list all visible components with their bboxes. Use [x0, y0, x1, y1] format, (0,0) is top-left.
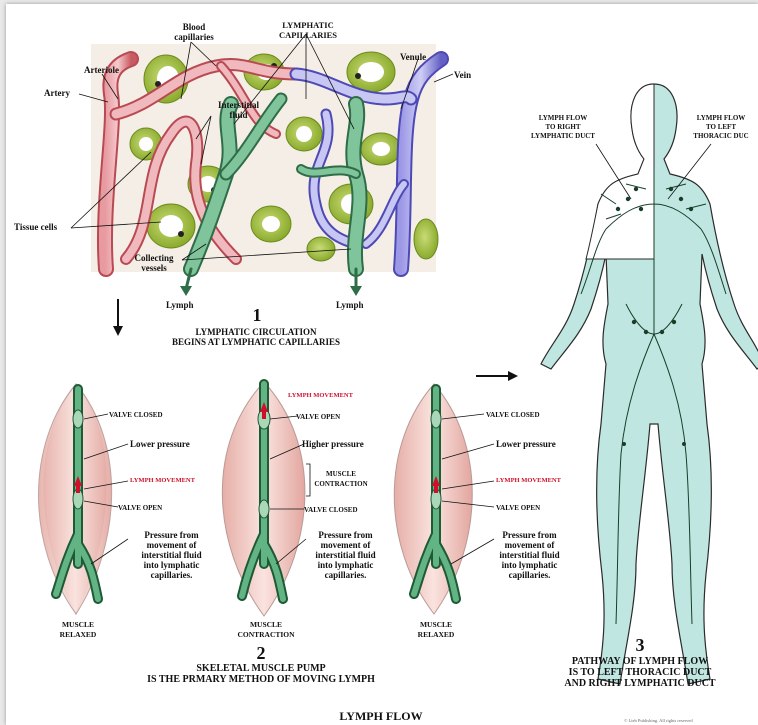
body-lymph-pathway-figure	[6, 4, 758, 725]
right-duct-line1: LYMPH FLOW	[523, 114, 603, 123]
panel3-number: 3	[625, 636, 655, 654]
panel3-caption-line3: AND RIGHT LYMPHATIC DUCT	[520, 678, 758, 689]
left-duct-line3: THORACIC DUC	[684, 132, 758, 141]
copyright-notice: © Lieb Publishing. All rights reserved	[624, 716, 693, 725]
page-title: LYMPH FLOW	[306, 710, 456, 722]
panel3-caption: PATHWAY OF LYMPH FLOW IS TO LEFT THORACI…	[520, 656, 758, 689]
panel3-caption-line1: PATHWAY OF LYMPH FLOW	[520, 656, 758, 667]
right-duct-label: LYMPH FLOW TO RIGHT LYMPHATIC DUCT	[523, 114, 603, 141]
panel3-caption-line2: IS TO LEFT THORACIC DUCT	[520, 667, 758, 678]
diagram-page: Blood capillaries LYMPHATIC CAPILLARIES …	[6, 4, 758, 725]
human-body-outline	[541, 84, 758, 684]
right-duct-line3: LYMPHATIC DUCT	[523, 132, 603, 141]
right-duct-line2: TO RIGHT	[523, 123, 603, 132]
left-duct-line1: LYMPH FLOW	[684, 114, 758, 123]
left-duct-label: LYMPH FLOW TO LEFT THORACIC DUC	[684, 114, 758, 141]
left-duct-line2: TO LEFT	[684, 123, 758, 132]
